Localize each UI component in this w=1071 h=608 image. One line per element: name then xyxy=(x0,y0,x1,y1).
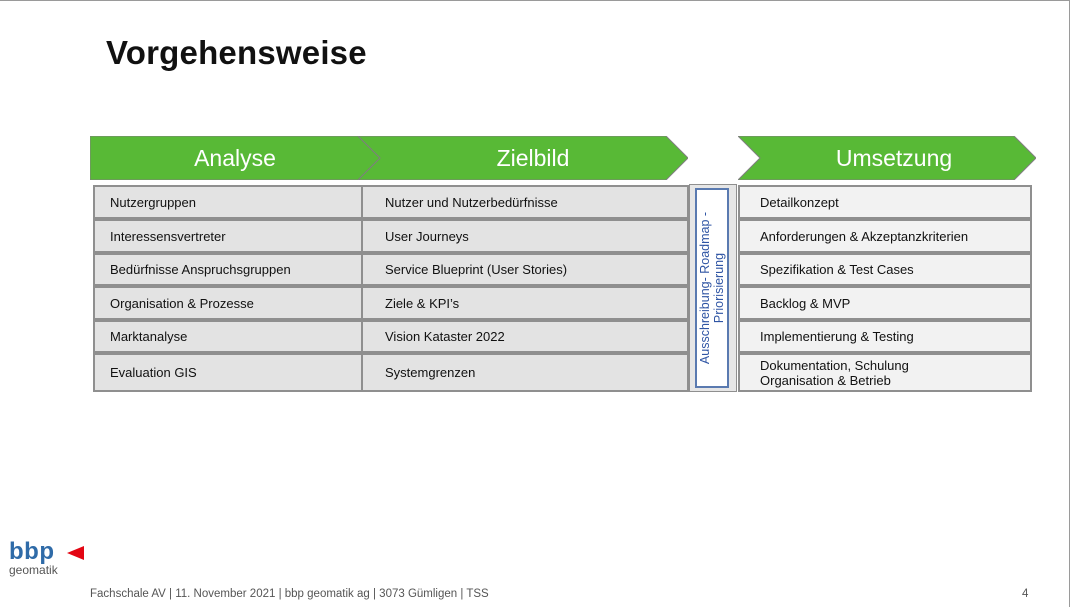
analyse-cell: Bedürfnisse Anspruchsgruppen xyxy=(93,253,363,286)
roadmap-label: Ausschreibung- Roadmap - Priorisierung xyxy=(698,193,726,383)
logo-subtitle: geomatik xyxy=(9,563,58,577)
umsetzung-cell: Anforderungen & Akzeptanzkriterien xyxy=(738,219,1032,253)
slide-footer: Fachschale AV | 11. November 2021 | bbp … xyxy=(90,588,489,600)
umsetzung-cell-double: Dokumentation, Schulung Organisation & B… xyxy=(738,353,1032,392)
roadmap-label-line2: Priorisierung xyxy=(712,252,726,324)
roadmap-box: Ausschreibung- Roadmap - Priorisierung xyxy=(689,184,737,392)
phase-label: Analyse xyxy=(194,144,276,171)
umsetzung-line: Organisation & Betrieb xyxy=(760,372,891,388)
zielbild-cell: Ziele & KPI’s xyxy=(361,286,689,320)
phase-chevron-umsetzung: Umsetzung xyxy=(738,136,1036,180)
chevron-shape xyxy=(358,136,688,180)
roadmap-label-line1: Ausschreibung- Roadmap - xyxy=(698,211,712,365)
umsetzung-cell: Spezifikation & Test Cases xyxy=(738,253,1032,286)
phase-chevron-zielbild: Zielbild xyxy=(358,136,688,180)
slide-title: Vorgehensweise xyxy=(106,34,367,71)
umsetzung-cell: Backlog & MVP xyxy=(738,286,1032,320)
logo-brand: bbp xyxy=(9,538,55,565)
zielbild-cell: Systemgrenzen xyxy=(361,353,689,392)
logo-triangle-icon xyxy=(67,546,84,560)
roadmap-frame: Ausschreibung- Roadmap - Priorisierung xyxy=(695,188,729,388)
chevron-shape xyxy=(738,136,1036,180)
phase-chevron-analyse: Analyse xyxy=(90,136,380,180)
zielbild-cell: Service Blueprint (User Stories) xyxy=(361,253,689,286)
page-number: 4 xyxy=(1022,588,1029,600)
umsetzung-line: Dokumentation, Schulung xyxy=(760,357,909,373)
phase-chevrons: Analyse Zielbild Umsetzung xyxy=(90,136,1036,180)
analyse-cell: Marktanalyse xyxy=(93,320,363,353)
company-logo: bbp geomatik xyxy=(9,538,84,577)
phase-label: Zielbild xyxy=(496,144,570,171)
umsetzung-cell: Implementierung & Testing xyxy=(738,320,1032,353)
analyse-cell: Nutzergruppen xyxy=(93,185,363,219)
phase-label: Umsetzung xyxy=(835,144,953,171)
zielbild-cell: User Journeys xyxy=(361,219,689,253)
zielbild-cell: Nutzer und Nutzerbedürfnisse xyxy=(361,185,689,219)
analyse-cell: Evaluation GIS xyxy=(93,353,363,392)
umsetzung-cell: Detailkonzept xyxy=(738,185,1032,219)
analyse-cell: Interessensvertreter xyxy=(93,219,363,253)
analyse-cell: Organisation & Prozesse xyxy=(93,286,363,320)
zielbild-cell: Vision Kataster 2022 xyxy=(361,320,689,353)
